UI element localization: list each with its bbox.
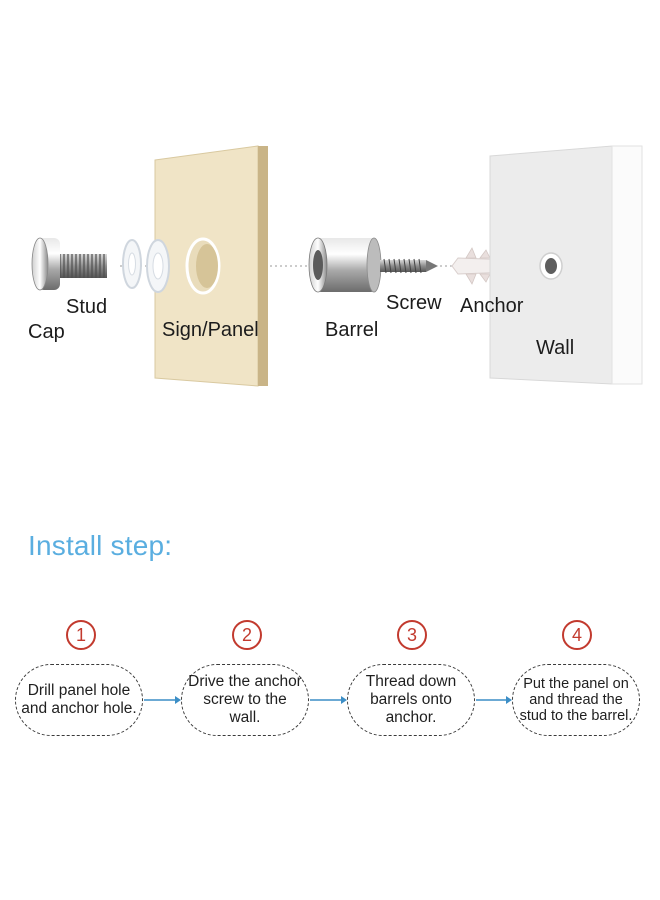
step-box-4: Put the panel on and thread the stud to … [512,664,640,736]
label-stud: Stud [66,296,108,318]
arrow-icon [144,696,181,704]
step-arrows [144,696,512,704]
sign-panel-shape [154,145,268,387]
step-text-1: Drill panel hole and anchor hole. [21,682,137,717]
install-step-title: Install step: [28,530,173,561]
cap-stud-shape [31,237,107,291]
label-screw: Screw [386,292,442,314]
label-cap: Cap [28,321,65,343]
label-barrel: Barrel [325,319,379,341]
step-number-2: 2 [232,620,262,650]
barrel-shape [308,237,382,293]
label-anchor: Anchor [460,295,524,317]
step-box-2: Drive the anchor screw to the wall. [181,664,309,736]
arrow-icon [310,696,347,704]
step-number-1: 1 [66,620,96,650]
step-text-4: Put the panel on and thread the stud to … [519,676,633,724]
arrow-icon [476,696,512,704]
step-text-2: Drive the anchor screw to the wall. [188,673,302,726]
washers-shape [122,239,170,293]
label-wall: Wall [536,337,575,359]
step-text-3: Thread down barrels onto anchor. [365,673,457,726]
label-sign-panel: Sign/Panel [162,319,259,341]
step-number-3: 3 [397,620,427,650]
screw-shape [380,258,438,274]
exploded-assembly-diagram [31,145,643,387]
step-box-3: Thread down barrels onto anchor. [347,664,475,736]
wall-shape [489,145,643,385]
step-number-4: 4 [562,620,592,650]
step-box-1: Drill panel hole and anchor hole. [15,664,143,736]
